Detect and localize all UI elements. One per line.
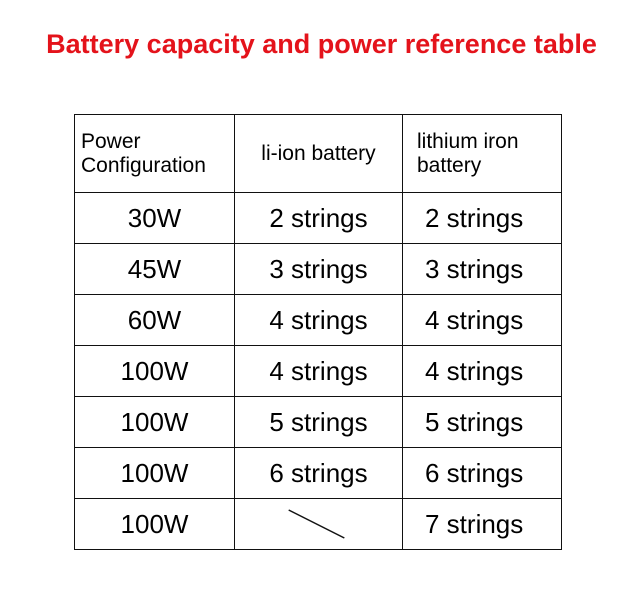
reference-table-container: Power Configuration li-ion battery lithi…: [74, 114, 562, 550]
reference-table: Power Configuration li-ion battery lithi…: [74, 114, 562, 550]
cell-power: 100W: [74, 447, 235, 499]
cell-li-ion: 4 strings: [234, 294, 403, 346]
cell-power: 100W: [74, 498, 235, 550]
cell-li-ion: 4 strings: [234, 345, 403, 397]
header-li-ion-battery: li-ion battery: [234, 114, 403, 193]
cell-lithium-iron: 7 strings: [402, 498, 562, 550]
cell-lithium-iron: 2 strings: [402, 192, 562, 244]
table-row: 30W 2 strings 2 strings: [74, 192, 562, 244]
table-row: 100W 7 strings: [74, 498, 562, 550]
table-row: 100W 4 strings 4 strings: [74, 345, 562, 397]
cell-lithium-iron: 6 strings: [402, 447, 562, 499]
cell-li-ion: 5 strings: [234, 396, 403, 448]
cell-lithium-iron: 5 strings: [402, 396, 562, 448]
cell-li-ion: 3 strings: [234, 243, 403, 295]
cell-lithium-iron: 4 strings: [402, 345, 562, 397]
cell-power: 30W: [74, 192, 235, 244]
cell-power: 100W: [74, 345, 235, 397]
cell-power: 100W: [74, 396, 235, 448]
cell-power: 60W: [74, 294, 235, 346]
table-row: 60W 4 strings 4 strings: [74, 294, 562, 346]
header-power-configuration: Power Configuration: [74, 114, 235, 193]
cell-power: 45W: [74, 243, 235, 295]
cell-li-ion-not-applicable: [234, 498, 403, 550]
table-header-row: Power Configuration li-ion battery lithi…: [74, 114, 562, 193]
page-title: Battery capacity and power reference tab…: [46, 29, 597, 59]
cell-li-ion: 2 strings: [234, 192, 403, 244]
cell-lithium-iron: 3 strings: [402, 243, 562, 295]
header-lithium-iron-battery: lithium iron battery: [402, 114, 562, 193]
cell-lithium-iron: 4 strings: [402, 294, 562, 346]
cell-li-ion: 6 strings: [234, 447, 403, 499]
table-row: 100W 6 strings 6 strings: [74, 447, 562, 499]
table-row: 100W 5 strings 5 strings: [74, 396, 562, 448]
diagonal-line-mark: [288, 509, 345, 539]
table-row: 45W 3 strings 3 strings: [74, 243, 562, 295]
